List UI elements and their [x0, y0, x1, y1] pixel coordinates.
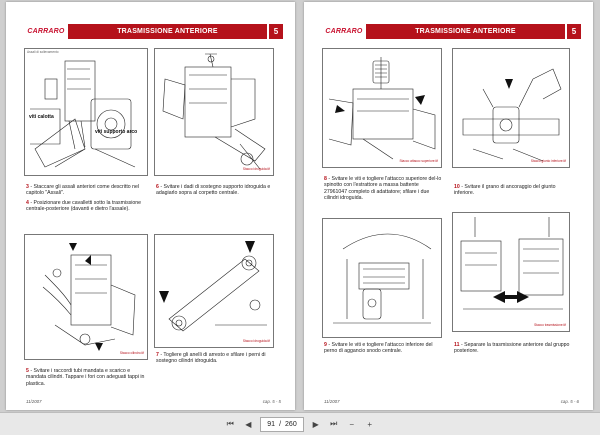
figure-lower-joint: Stacco giunto inferiore.tif — [452, 48, 570, 168]
label-viti-supporto: viti supporto arco — [95, 129, 138, 135]
footer-date: 11/2007 — [26, 399, 42, 404]
zoom-out-icon[interactable]: − — [349, 419, 355, 429]
figure-lower-drawing — [333, 233, 432, 324]
figure-separation-drawing — [460, 217, 564, 310]
brand-logo: CARRARO — [322, 24, 366, 39]
figure-axle-removal: Assali di sollevamento viti calotta viti… — [24, 48, 148, 176]
first-page-icon[interactable]: ⏮ — [226, 419, 234, 428]
figure-pins-drawing — [159, 241, 267, 332]
step-6-caption: 6 - Svitare i dadi di sostegno supporto … — [156, 184, 271, 197]
figure-upper-attachment: Stacco attacco superiore.tif — [322, 48, 442, 168]
zoom-in-icon[interactable]: + — [367, 419, 373, 429]
page-left: CARRARO TRASMISSIONE ANTERIORE 5 — [6, 2, 295, 410]
last-page-icon[interactable]: ⏭ — [330, 419, 338, 428]
figure-steering-support: Stacco idroguida.tif — [154, 48, 274, 176]
step-9-caption: 9 - Svitare le viti e togliere l'attacco… — [324, 342, 433, 355]
figure-upper-drawing — [328, 57, 436, 160]
figure-lower-attachment — [322, 218, 442, 338]
figure-ref: Stacco idroguida.tif — [242, 339, 270, 343]
total-pages: 260 — [285, 420, 297, 428]
page-separator: / — [279, 420, 282, 428]
figure-steering-drawing — [162, 53, 266, 170]
figure-transmission-separation: Stacco trasmissione.tif — [452, 212, 570, 332]
current-page-number[interactable]: 91 — [267, 420, 276, 428]
viewer-toolbar: ⏮ ◀ 91 / 260 ▶ ⏭ − + — [0, 412, 600, 435]
step-11-caption: 11 - Separare la trasmissione anteriore … — [454, 342, 570, 355]
figure-cylinder-pins: Stacco idroguida.tif — [154, 234, 274, 348]
figure-joint-drawing — [462, 68, 562, 162]
figure-ref: Stacco trasmissione.tif — [534, 323, 566, 327]
figure-ref: Stacco attacco superiore.tif — [399, 159, 438, 163]
next-page-icon[interactable]: ▶ — [312, 419, 319, 429]
page-indicator[interactable]: 91 / 260 — [260, 416, 304, 432]
figure-hydraulic-fittings: Stacco cilindro.tif — [24, 234, 148, 360]
document-viewer: CARRARO TRASMISSIONE ANTERIORE 5 — [6, 2, 593, 410]
figure-ref: Stacco idroguida.tif — [242, 167, 270, 171]
section-title: TRASMISSIONE ANTERIORE — [366, 24, 565, 39]
footer-date: 11/2007 — [324, 399, 340, 404]
section-number: 5 — [567, 24, 581, 39]
section-title: TRASMISSIONE ANTERIORE — [68, 24, 267, 39]
page-header: CARRARO TRASMISSIONE ANTERIORE 5 — [322, 24, 581, 39]
prev-page-icon[interactable]: ◀ — [245, 419, 252, 429]
step-5-caption: 5 - Svitare i raccordi tubi mandata e sc… — [26, 368, 145, 387]
step-4-caption: 4 - Posizionare due cavalletti sotto la … — [26, 200, 142, 213]
figure-corner-note: Assali di sollevamento — [27, 50, 59, 54]
step-10-caption: 10 - Svitare il grano di ancoraggio del … — [454, 184, 556, 197]
page-header: CARRARO TRASMISSIONE ANTERIORE 5 — [24, 24, 283, 39]
footer-page-number: cap. 5 - 6 — [560, 399, 579, 404]
figure-ref: Stacco cilindro.tif — [119, 351, 144, 355]
step-3-caption: 3 - Staccare gli assali anteriori come d… — [26, 184, 140, 197]
step-8-caption: 8 - Svitare le viti e togliere l'attacco… — [324, 176, 442, 202]
step-7-caption: 7 - Togliere gli anelli di arresto e sfi… — [156, 352, 266, 365]
figure-ref: Stacco giunto inferiore.tif — [530, 159, 566, 163]
page-right: CARRARO TRASMISSIONE ANTERIORE 5 — [304, 2, 593, 410]
figure-axle-drawing — [30, 60, 136, 168]
figure-fittings-drawing — [42, 243, 136, 351]
label-viti-calotta: viti calotta — [29, 114, 54, 120]
footer-page-number: cap. 5 - 5 — [262, 399, 281, 404]
brand-logo: CARRARO — [24, 24, 68, 39]
section-number: 5 — [269, 24, 283, 39]
